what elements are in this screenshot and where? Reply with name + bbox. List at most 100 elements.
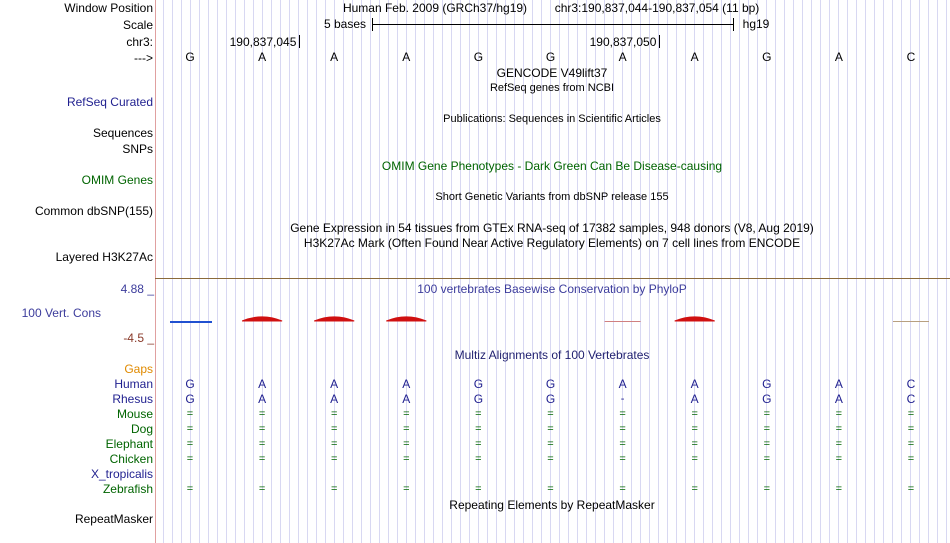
h3k27ac-title[interactable]: H3K27Ac Mark (Often Found Near Active Re… — [303, 236, 801, 250]
species-label-elephant[interactable]: Elephant — [105, 437, 153, 451]
dbsnp-title[interactable]: Short Genetic Variants from dbSNP releas… — [435, 191, 669, 203]
alignment-base: A — [402, 392, 411, 406]
species-label-x_tropicalis[interactable]: X_tropicalis — [90, 467, 153, 481]
grid-line — [712, 0, 713, 543]
alignment-base: = — [403, 438, 410, 450]
track-label-omim-genes[interactable]: OMIM Genes — [81, 173, 153, 187]
grid-line — [415, 0, 416, 543]
grid-line — [919, 0, 920, 543]
alignment-base: = — [835, 423, 843, 435]
species-label-rhesus[interactable]: Rhesus — [112, 392, 153, 406]
strand-label[interactable]: ---> — [134, 51, 153, 65]
grid-line — [694, 0, 695, 543]
alignment-base: A — [834, 377, 843, 391]
omim-phenotypes-title[interactable]: OMIM Gene Phenotypes - Dark Green Can Be… — [381, 159, 723, 173]
grid-line — [775, 0, 776, 543]
grid-line — [631, 0, 632, 543]
scale-bar-left-tick — [372, 18, 373, 31]
grid-line — [757, 0, 758, 543]
refseq-title[interactable]: RefSeq genes from NCBI — [489, 82, 615, 94]
conservation-mark — [386, 316, 427, 322]
alignment-base: = — [835, 438, 843, 450]
position-text: chr3:190,837,044-190,837,054 (11 bp) — [554, 1, 760, 15]
species-label-zebrafish[interactable]: Zebrafish — [102, 482, 153, 496]
alignment-base: A — [402, 377, 411, 391]
grid-line — [433, 0, 434, 543]
grid-line — [190, 0, 191, 543]
scale-label[interactable]: Scale — [122, 18, 153, 32]
alignment-base: = — [691, 408, 698, 420]
track-label-sequences[interactable]: Sequences — [92, 126, 153, 140]
chrom-label[interactable]: chr3: — [126, 35, 153, 49]
grid-line — [370, 0, 371, 543]
grid-line — [163, 0, 164, 543]
gtex-title[interactable]: Gene Expression in 54 tissues from GTEx … — [290, 221, 814, 235]
track-label-repeatmasker[interactable]: RepeatMasker — [74, 512, 153, 526]
conservation-mark — [241, 316, 283, 322]
alignment-base: = — [619, 453, 626, 465]
conservation-mark — [674, 316, 715, 322]
window-position-label[interactable]: Window Position — [64, 1, 153, 15]
alignment-base: = — [907, 453, 915, 465]
conservation-mark — [893, 321, 929, 322]
scale-text: 5 bases — [323, 17, 367, 31]
grid-line — [676, 0, 677, 543]
publications-title[interactable]: Publications: Sequences in Scientific Ar… — [443, 113, 661, 125]
grid-line — [424, 0, 425, 543]
track-label-refseq-curated[interactable]: RefSeq Curated — [66, 95, 153, 109]
alignment-base: G — [762, 377, 772, 391]
alignment-base: = — [258, 408, 266, 420]
track-label-gaps[interactable]: Gaps — [124, 362, 153, 376]
grid-line — [874, 0, 875, 543]
alignment-base: = — [258, 483, 266, 495]
grid-line — [550, 0, 551, 543]
grid-line — [937, 0, 938, 543]
grid-line — [361, 0, 362, 543]
grid-line — [685, 0, 686, 543]
species-label-mouse[interactable]: Mouse — [116, 407, 153, 421]
base-letter: G — [185, 50, 195, 64]
base-letter: G — [473, 50, 484, 64]
gencode-title[interactable]: GENCODE V49lift37 — [496, 66, 608, 80]
multiz-title[interactable]: Multiz Alignments of 100 Vertebrates — [454, 348, 650, 362]
phylop-title[interactable]: 100 vertebrates Basewise Conservation by… — [417, 282, 687, 296]
grid-line — [595, 0, 596, 543]
grid-line — [838, 0, 839, 543]
track-label-100-vert-cons[interactable]: 100 Vert. Cons — [21, 306, 101, 320]
grid-line — [739, 0, 740, 543]
base-letter: A — [618, 50, 627, 64]
grid-line — [811, 0, 812, 543]
alignment-base: = — [475, 423, 482, 435]
track-label-common-dbsnp[interactable]: Common dbSNP(155) — [34, 204, 153, 218]
grid-line — [352, 0, 353, 543]
alignment-base: = — [835, 483, 843, 495]
track-label-snps[interactable]: SNPs — [122, 142, 153, 156]
track-label-layered-h3k27ac[interactable]: Layered H3K27Ac — [55, 250, 153, 264]
alignment-base: = — [475, 438, 482, 450]
coord-tick-1 — [299, 35, 300, 48]
grid-line — [784, 0, 785, 543]
grid-line — [199, 0, 200, 543]
grid-line — [901, 0, 902, 543]
alignment-base: A — [258, 392, 267, 406]
alignment-base: = — [691, 438, 698, 450]
species-label-dog[interactable]: Dog — [130, 422, 153, 436]
alignment-base: = — [330, 423, 338, 435]
grid-line — [235, 0, 236, 543]
alignment-base: = — [907, 438, 915, 450]
grid-line — [253, 0, 254, 543]
alignment-base: = — [475, 483, 482, 495]
repeatmasker-title[interactable]: Repeating Elements by RepeatMasker — [449, 498, 655, 512]
coord-label-2: 190,837,050 — [589, 35, 657, 49]
grid-line — [442, 0, 443, 543]
species-label-chicken[interactable]: Chicken — [109, 452, 153, 466]
base-letter: A — [258, 50, 267, 64]
grid-line — [802, 0, 803, 543]
track-left-border — [155, 0, 156, 543]
species-label-human[interactable]: Human — [114, 377, 153, 391]
alignment-base: = — [547, 423, 554, 435]
alignment-base: = — [619, 408, 626, 420]
grid-line — [532, 0, 533, 543]
